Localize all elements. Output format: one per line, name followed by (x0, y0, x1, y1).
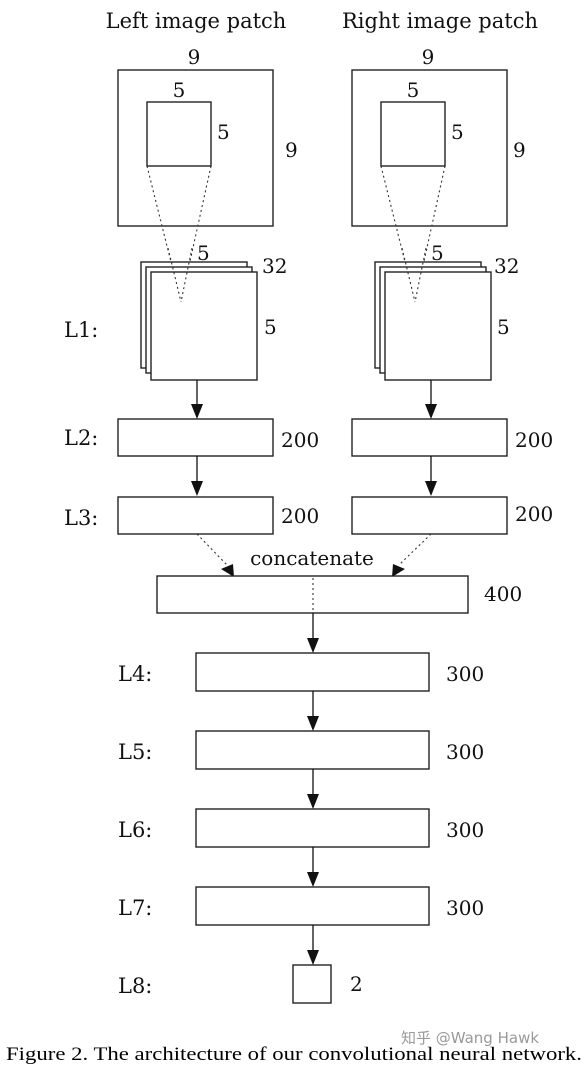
left-l2-layer (117, 418, 274, 457)
l7-units: 300 (446, 896, 484, 920)
layer-label-l1: L1: (64, 318, 98, 342)
layer-label-l8: L8: (118, 974, 152, 998)
layer-label-l3: L3: (64, 506, 98, 530)
right-receptive-field (380, 101, 446, 167)
right-l1-depth: 32 (494, 254, 519, 278)
right-l2-layer (351, 418, 508, 457)
left-patch-width: 9 (188, 45, 201, 69)
l5-layer (195, 730, 430, 770)
concatenate-label: concatenate (250, 546, 374, 570)
left-l1-feature-maps (140, 261, 258, 381)
layer-label-l2: L2: (64, 426, 98, 450)
right-field-height: 5 (451, 120, 464, 144)
concat-connector-right (398, 533, 432, 566)
arrow-head (425, 404, 437, 419)
l8-units: 2 (350, 972, 363, 996)
l4-layer (195, 652, 430, 692)
left-patch-title: Left image patch (106, 9, 287, 33)
left-receptive-field (146, 101, 212, 167)
l5-units: 300 (446, 740, 484, 764)
right-projection-line (414, 247, 427, 303)
figure-caption: Figure 2. The architecture of our convol… (6, 1044, 582, 1065)
arrow-head (307, 872, 319, 887)
layer-label-l5: L5: (118, 740, 152, 764)
left-l2-units: 200 (281, 428, 319, 452)
concat-connector-left (196, 533, 228, 566)
right-patch-height: 9 (513, 138, 526, 162)
arrow-head (221, 564, 234, 577)
left-l1-size: 5 (264, 315, 277, 339)
right-projection-line (401, 247, 416, 303)
layer-label-l6: L6: (118, 818, 152, 842)
watermark: 知乎 @Wang Hawk (401, 1029, 539, 1047)
layer-label-l4: L4: (118, 662, 152, 686)
left-l1-depth: 32 (262, 254, 287, 278)
l6-layer (195, 808, 430, 848)
left-field-height: 5 (217, 120, 230, 144)
l8-output (292, 964, 332, 1004)
left-l3-layer (117, 496, 274, 535)
right-l1-kernel-size: 5 (431, 241, 444, 265)
left-patch-height: 9 (285, 138, 298, 162)
right-l1-size: 5 (497, 315, 510, 339)
left-field-width: 5 (173, 78, 186, 102)
left-l3-units: 200 (281, 504, 319, 528)
arrow-head (191, 404, 203, 419)
right-patch-title: Right image patch (342, 9, 538, 33)
l4-units: 300 (446, 662, 484, 686)
arrow-head (307, 716, 319, 731)
left-l1-kernel-size: 5 (197, 241, 210, 265)
l7-layer (195, 886, 430, 926)
l6-units: 300 (446, 818, 484, 842)
concatenated-units: 400 (484, 582, 522, 606)
right-l3-units: 200 (515, 502, 553, 526)
right-l3-layer (351, 496, 508, 535)
right-field-width: 5 (407, 78, 420, 102)
layer-label-l7: L7: (118, 896, 152, 920)
arrow-head (307, 794, 319, 809)
right-l1-feature-maps (374, 261, 492, 381)
arrow-head (191, 481, 203, 496)
arrow-head (307, 638, 319, 653)
arrow-head (425, 481, 437, 496)
left-projection-line (167, 247, 182, 303)
arrow-head (392, 564, 405, 577)
right-l2-units: 200 (515, 428, 553, 452)
right-patch-width: 9 (422, 45, 435, 69)
left-projection-line (180, 247, 193, 303)
arrow-head (307, 950, 319, 965)
